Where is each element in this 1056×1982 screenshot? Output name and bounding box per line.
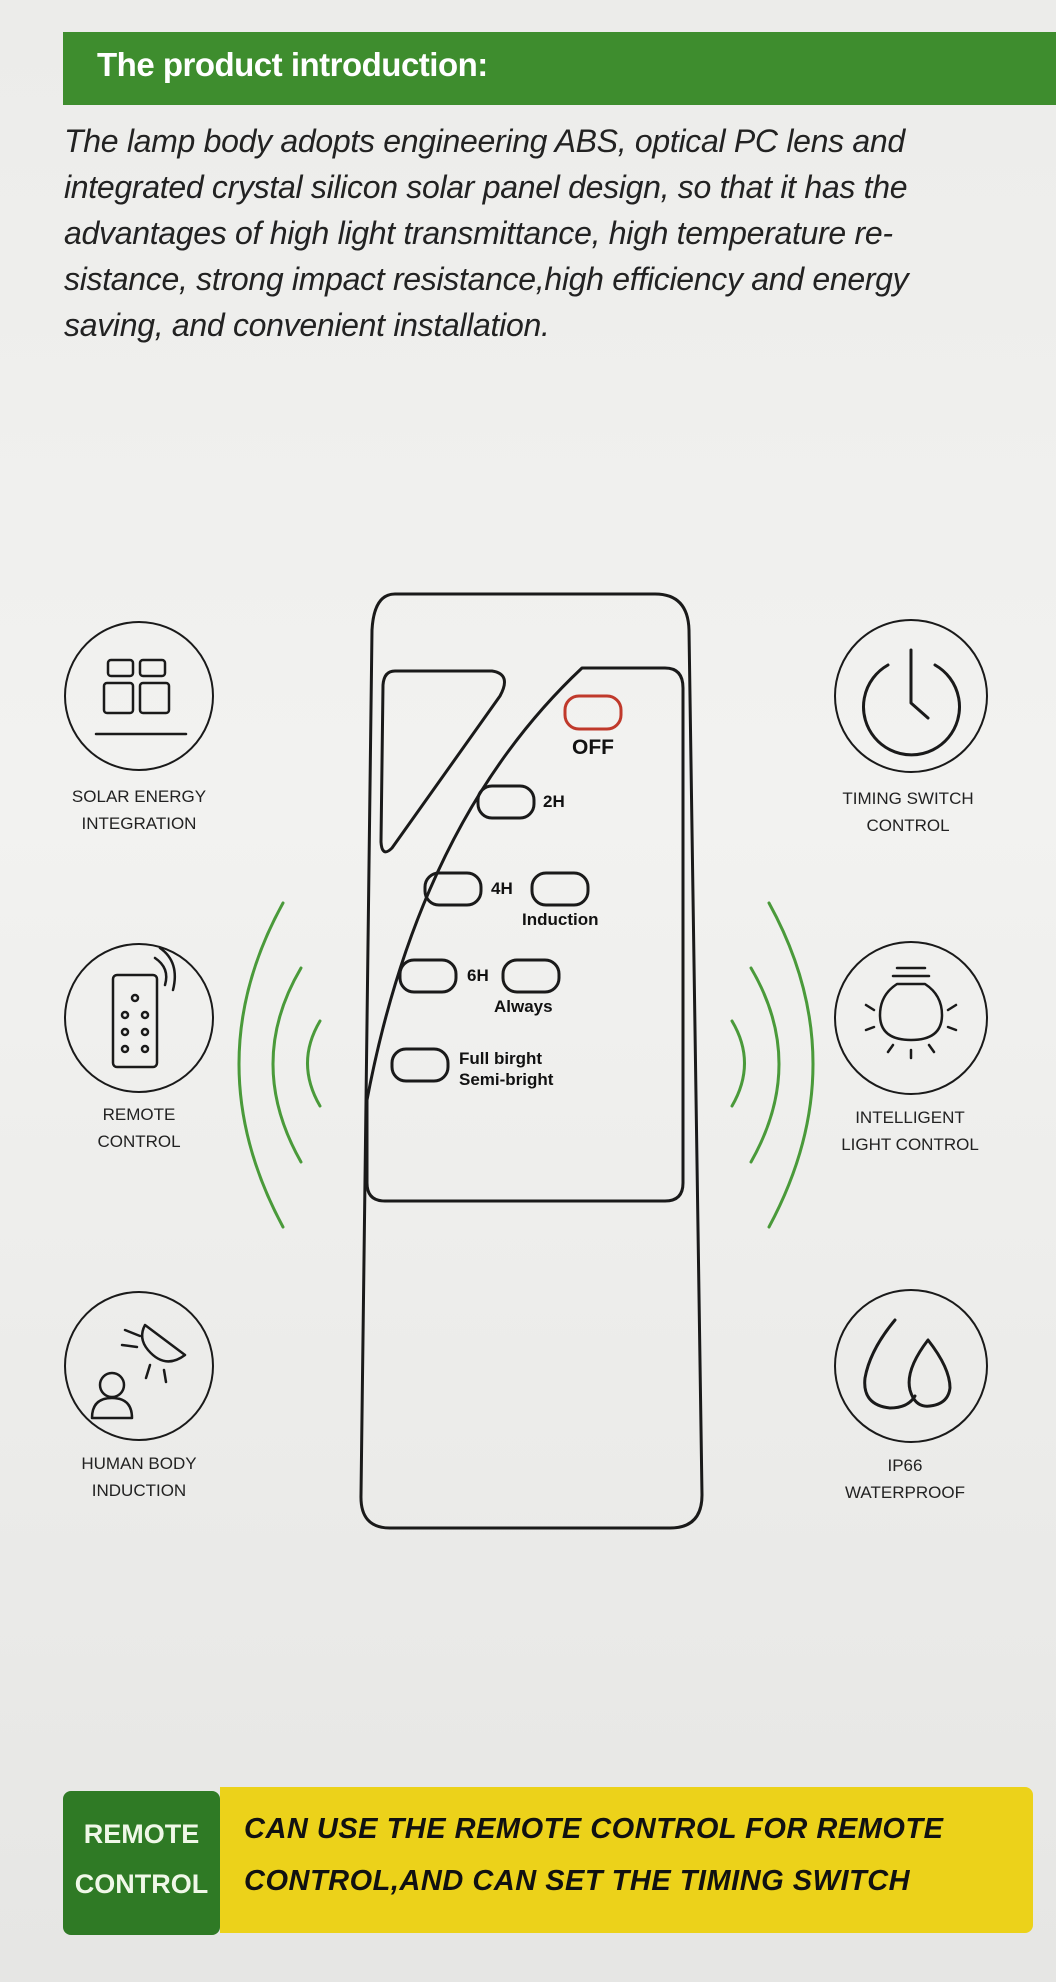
banner-text: CAN USE THE REMOTE CONTROL FOR REMOTE CO…: [220, 1787, 1033, 1933]
always-button: [501, 958, 561, 994]
solar-panel-icon: [94, 658, 188, 736]
induction-label: Induction: [522, 910, 599, 929]
full-bright-label: Full birght: [459, 1049, 543, 1068]
4h-label: 4H: [491, 879, 513, 898]
always-label: Always: [494, 997, 553, 1016]
remote-icon: [111, 946, 177, 1069]
intro-line: advantages of high light transmittance, …: [64, 215, 893, 251]
remote-screen: [365, 666, 685, 1203]
clock-icon: [862, 648, 961, 757]
intro-line: sistance, strong impact resistance,high …: [64, 261, 909, 297]
light-bulb-icon: [864, 966, 958, 1060]
section-header: The product introduction:: [63, 32, 1056, 105]
remote-window: [379, 669, 506, 854]
2h-label: 2H: [543, 792, 565, 811]
signal-waves: [237, 901, 815, 1229]
intro-line: integrated crystal silicon solar panel d…: [64, 169, 908, 205]
6h-label: 6H: [467, 966, 489, 985]
remote-control-banner: REMOTE CONTROL CAN USE THE REMOTE CONTRO…: [63, 1787, 1033, 1935]
section-title: The product introduction:: [97, 46, 488, 83]
induction-button: [530, 871, 590, 907]
off-button: [563, 694, 623, 731]
intro-paragraph: The lamp body adopts engineering ABS, op…: [64, 118, 1054, 348]
6h-button: [398, 958, 458, 994]
human-body-induction-icon: [90, 1323, 187, 1420]
intro-line: saving, and convenient installation.: [64, 307, 550, 343]
4h-button: [423, 871, 483, 907]
semi-bright-label: Semi-bright: [459, 1070, 554, 1089]
remote-illustration: [359, 592, 704, 1530]
banner-tag: REMOTE CONTROL: [63, 1791, 220, 1935]
intro-line: The lamp body adopts engineering ABS, op…: [64, 123, 905, 159]
off-label: OFF: [572, 736, 614, 759]
2h-button: [476, 784, 536, 820]
water-drops-icon: [863, 1318, 952, 1410]
brightness-button: [390, 1047, 450, 1083]
